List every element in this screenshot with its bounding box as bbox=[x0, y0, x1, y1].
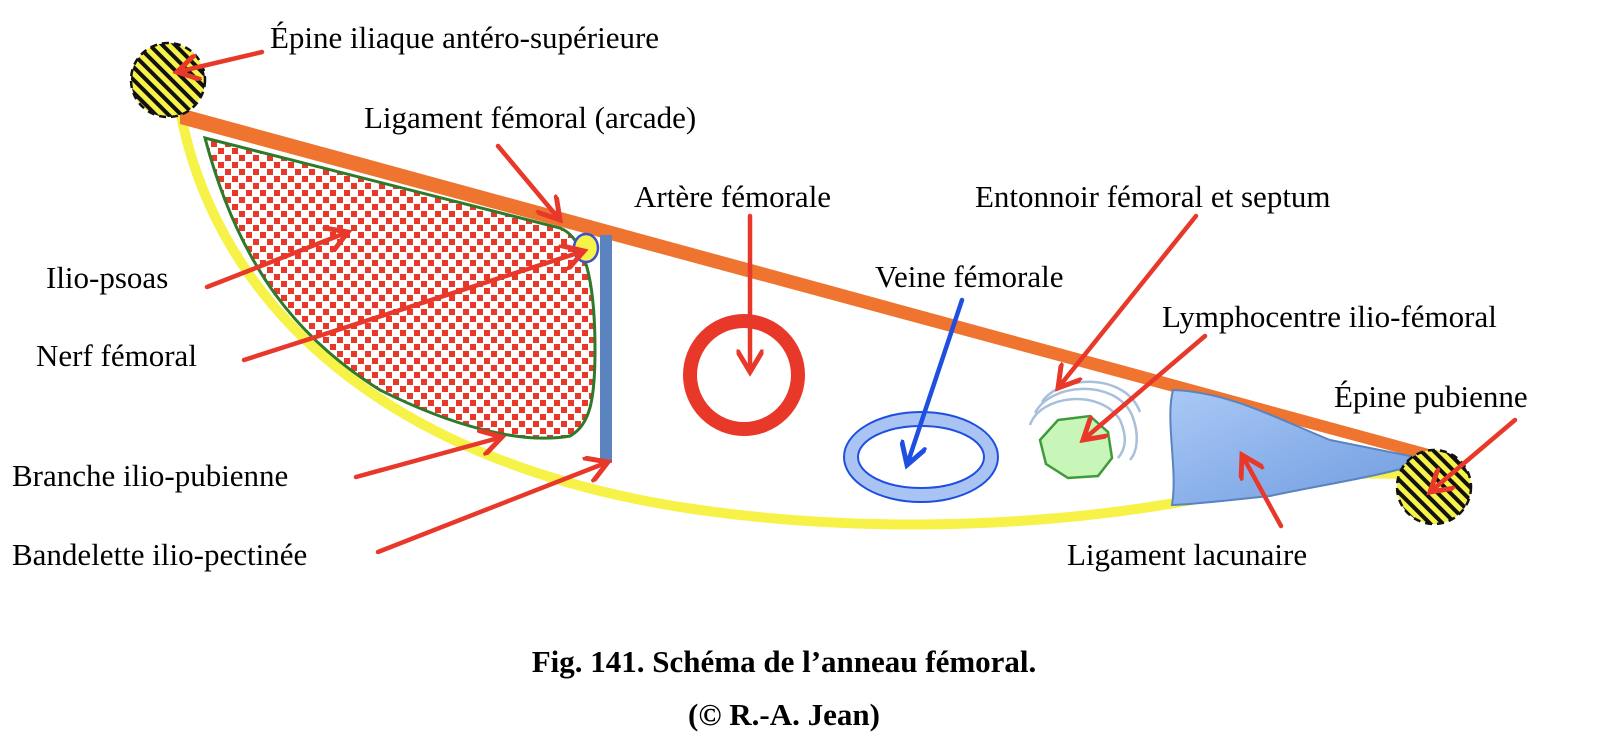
veine-femorale-shape bbox=[844, 412, 998, 502]
nerf-femoral-shape bbox=[572, 232, 600, 264]
label-ligament-femoral: Ligament fémoral (arcade) bbox=[364, 100, 696, 135]
arrow-lymphocentre bbox=[1083, 333, 1208, 440]
arrow-lacunaire bbox=[1242, 455, 1284, 529]
arrow-entonnoir bbox=[1058, 213, 1199, 388]
label-epine-pubienne: Épine pubienne bbox=[1334, 379, 1528, 414]
caption-line-1: Fig. 141. Schéma de l’anneau fémoral. bbox=[532, 644, 1037, 679]
arrow-epine-pubienne bbox=[1430, 417, 1518, 492]
arrow-epine-iliaque bbox=[177, 49, 265, 72]
ligament-femoral-shape bbox=[180, 108, 1440, 464]
arrow-ligament-femoral bbox=[495, 143, 560, 220]
label-ilio-psoas: Ilio-psoas bbox=[46, 260, 168, 295]
artere-femorale-shape bbox=[683, 314, 805, 436]
epine-iliaque-shape bbox=[129, 41, 207, 119]
label-epine-iliaque: Épine iliaque antéro-supérieure bbox=[270, 20, 659, 55]
veine-femorale-outer-edge bbox=[843, 411, 999, 503]
arrows bbox=[177, 49, 1518, 555]
label-lymphocentre: Lymphocentre ilio-fémoral bbox=[1162, 299, 1497, 334]
label-veine-femorale: Veine fémorale bbox=[875, 259, 1063, 294]
label-entonnoir: Entonnoir fémoral et septum bbox=[975, 179, 1331, 214]
label-artere-femorale: Artère fémorale bbox=[634, 179, 831, 214]
bandelette-shape bbox=[600, 235, 612, 463]
ilio-psoas-shape bbox=[202, 135, 597, 440]
ligament-lacunaire-shape bbox=[1169, 388, 1434, 507]
arrow-veine bbox=[907, 297, 965, 465]
label-ligament-lacunaire: Ligament lacunaire bbox=[1067, 537, 1307, 572]
label-bandelette: Bandelette ilio-pectinée bbox=[12, 537, 307, 572]
arrow-bandelette bbox=[375, 462, 608, 555]
arrow-nerf bbox=[241, 251, 584, 363]
arrow-ilio-psoas bbox=[204, 232, 348, 290]
arrow-branche bbox=[353, 437, 502, 480]
label-nerf-femoral: Nerf fémoral bbox=[36, 338, 197, 373]
label-branche: Branche ilio-pubienne bbox=[12, 458, 288, 493]
caption-line-2: (© R.-A. Jean) bbox=[688, 697, 880, 732]
